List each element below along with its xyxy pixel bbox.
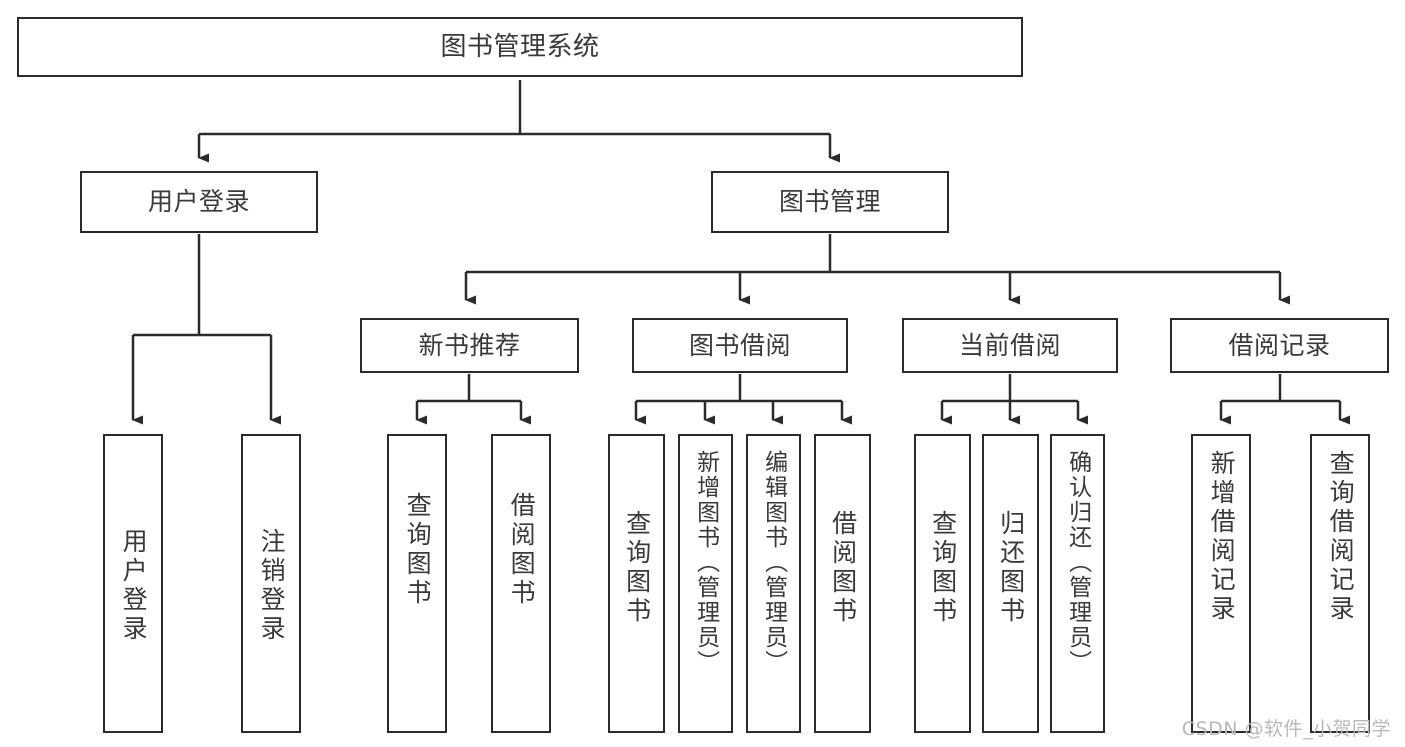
- node-user-login[interactable]: 用户登录: [80, 171, 318, 233]
- node-label: 借阅记录: [1228, 330, 1331, 360]
- leaf-query-book-current[interactable]: 查询图书: [914, 434, 971, 733]
- node-new-book-recommend[interactable]: 新书推荐: [360, 318, 579, 373]
- node-label: 图书借阅: [688, 330, 791, 360]
- node-book-borrow[interactable]: 图书借阅: [632, 318, 848, 373]
- leaf-label: 注销登录: [257, 528, 287, 644]
- node-label: 新书推荐: [418, 330, 521, 360]
- leaf-label: 确认归还（管理员）: [1064, 450, 1091, 675]
- node-book-management-system[interactable]: 图书管理系统: [17, 17, 1023, 77]
- leaf-label: 归还图书: [996, 510, 1026, 626]
- leaf-return-book[interactable]: 归还图书: [982, 434, 1039, 733]
- leaf-add-book-admin[interactable]: 新增图书（管理员）: [678, 434, 733, 733]
- leaf-label: 新增借阅记录: [1207, 450, 1237, 624]
- leaf-add-borrow-record[interactable]: 新增借阅记录: [1191, 434, 1251, 733]
- node-label: 图书管理系统: [440, 31, 600, 62]
- node-current-borrow[interactable]: 当前借阅: [902, 318, 1118, 373]
- node-label: 当前借阅: [958, 330, 1061, 360]
- leaf-borrow-book-recommend[interactable]: 借阅图书: [491, 434, 551, 733]
- leaf-label: 编辑图书（管理员）: [760, 450, 787, 675]
- leaf-logout[interactable]: 注销登录: [241, 434, 301, 733]
- leaf-label: 借阅图书: [507, 492, 537, 608]
- node-book-management[interactable]: 图书管理: [711, 171, 949, 233]
- node-borrow-record[interactable]: 借阅记录: [1170, 318, 1389, 373]
- leaf-label: 查询图书: [403, 492, 433, 608]
- leaf-label: 查询图书: [928, 510, 958, 626]
- leaf-label: 查询图书: [622, 510, 652, 626]
- leaf-label: 借阅图书: [828, 510, 858, 626]
- leaf-label: 新增图书（管理员）: [692, 450, 719, 675]
- node-label: 图书管理: [778, 187, 881, 217]
- node-label: 用户登录: [147, 187, 250, 217]
- leaf-borrow-book[interactable]: 借阅图书: [814, 434, 871, 733]
- leaf-user-login[interactable]: 用户登录: [103, 434, 163, 733]
- leaf-label: 查询借阅记录: [1326, 450, 1356, 624]
- leaf-edit-book-admin[interactable]: 编辑图书（管理员）: [746, 434, 801, 733]
- leaf-query-book-borrow[interactable]: 查询图书: [608, 434, 665, 733]
- leaf-query-book-recommend[interactable]: 查询图书: [387, 434, 447, 733]
- leaf-label: 用户登录: [119, 528, 149, 644]
- leaf-confirm-return-admin[interactable]: 确认归还（管理员）: [1050, 434, 1105, 733]
- leaf-query-borrow-record[interactable]: 查询借阅记录: [1310, 434, 1370, 733]
